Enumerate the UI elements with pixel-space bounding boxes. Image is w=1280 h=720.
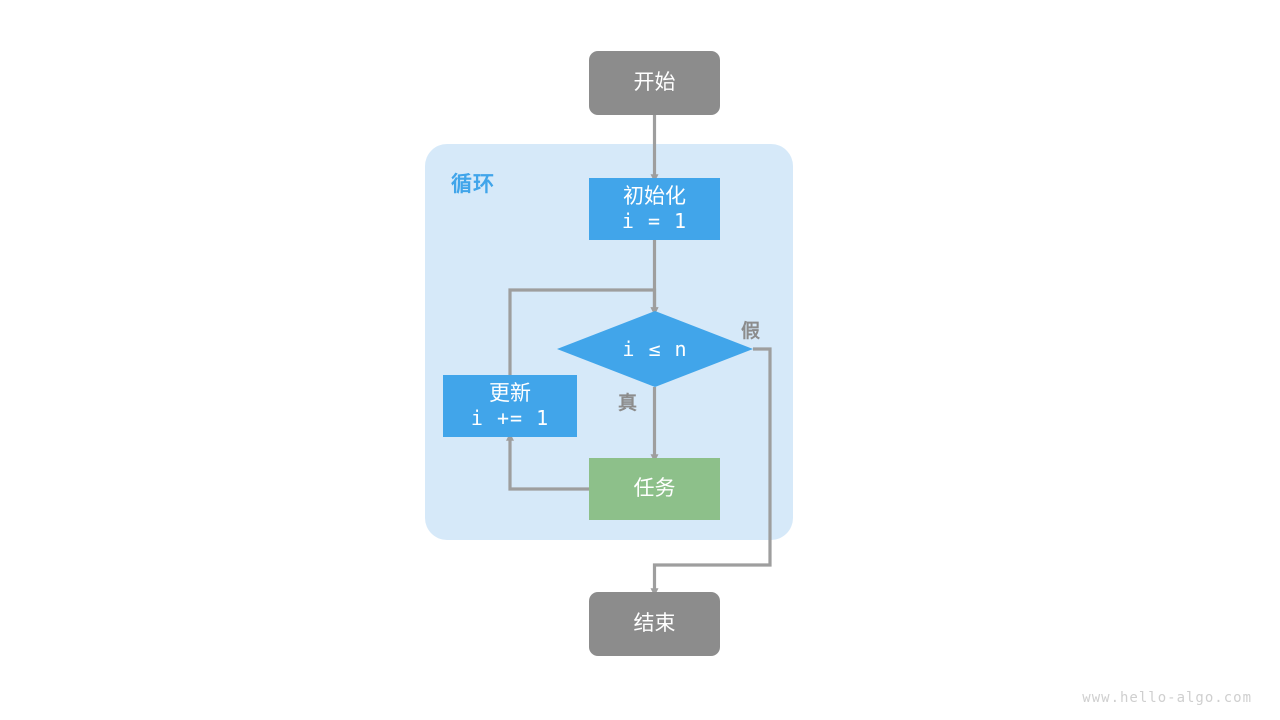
node-decision[interactable]: i ≤ n: [557, 311, 753, 387]
node-end[interactable]: 结束: [589, 592, 720, 656]
node-update-code: i += 1: [470, 405, 550, 430]
node-end-label: 结束: [633, 611, 676, 635]
edge-task-to-update: [506, 432, 589, 491]
node-decision-label: i ≤ n: [622, 337, 688, 361]
node-start[interactable]: 开始: [589, 51, 720, 115]
node-task-label: 任务: [633, 476, 676, 500]
node-update[interactable]: 更新 i += 1: [443, 375, 577, 437]
edge-update-to-decision: [508, 288, 659, 375]
edge-decision-false-to-end: [650, 347, 772, 597]
node-init-code: i = 1: [621, 208, 688, 233]
loop-container-label: 循环: [451, 173, 495, 196]
watermark: www.hello-algo.com: [1082, 690, 1252, 706]
branch-label-false: 假: [741, 321, 761, 342]
node-start-label: 开始: [633, 70, 676, 94]
node-init[interactable]: 初始化 i = 1: [589, 178, 720, 240]
node-init-label: 初始化: [623, 184, 686, 208]
branch-label-true: 真: [618, 393, 638, 414]
node-task[interactable]: 任务: [589, 458, 720, 520]
node-update-label: 更新: [489, 381, 531, 405]
